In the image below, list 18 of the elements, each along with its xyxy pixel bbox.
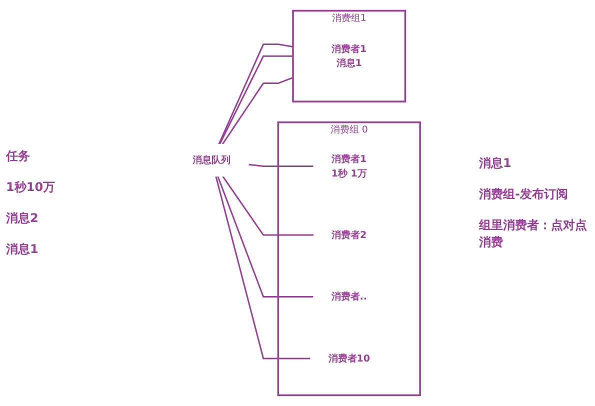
connector (248, 164, 314, 167)
node-text: 消费者1 消息1 (332, 43, 367, 69)
note-text: 消费组-发布订阅 (479, 186, 569, 203)
note-text: 1秒10万 (6, 179, 56, 196)
node-text: 消费者10 (328, 352, 370, 364)
node-text: 消费者2 (332, 229, 367, 240)
note-text: 消息1 (6, 241, 40, 258)
note-text: 消息1 (479, 155, 512, 172)
node-text: 消费者1 1秒 1万 (331, 153, 367, 179)
connector (217, 176, 314, 298)
node-text: 消费者.. (331, 290, 367, 302)
note-text: 任务 (6, 148, 31, 165)
node-text: 消息队列 (192, 154, 231, 166)
note-text: 消息2 (6, 210, 40, 227)
connector (222, 176, 314, 236)
connector (222, 76, 294, 145)
note-text: 组里消费者：点对点消费 (479, 217, 588, 251)
connector (215, 176, 310, 360)
